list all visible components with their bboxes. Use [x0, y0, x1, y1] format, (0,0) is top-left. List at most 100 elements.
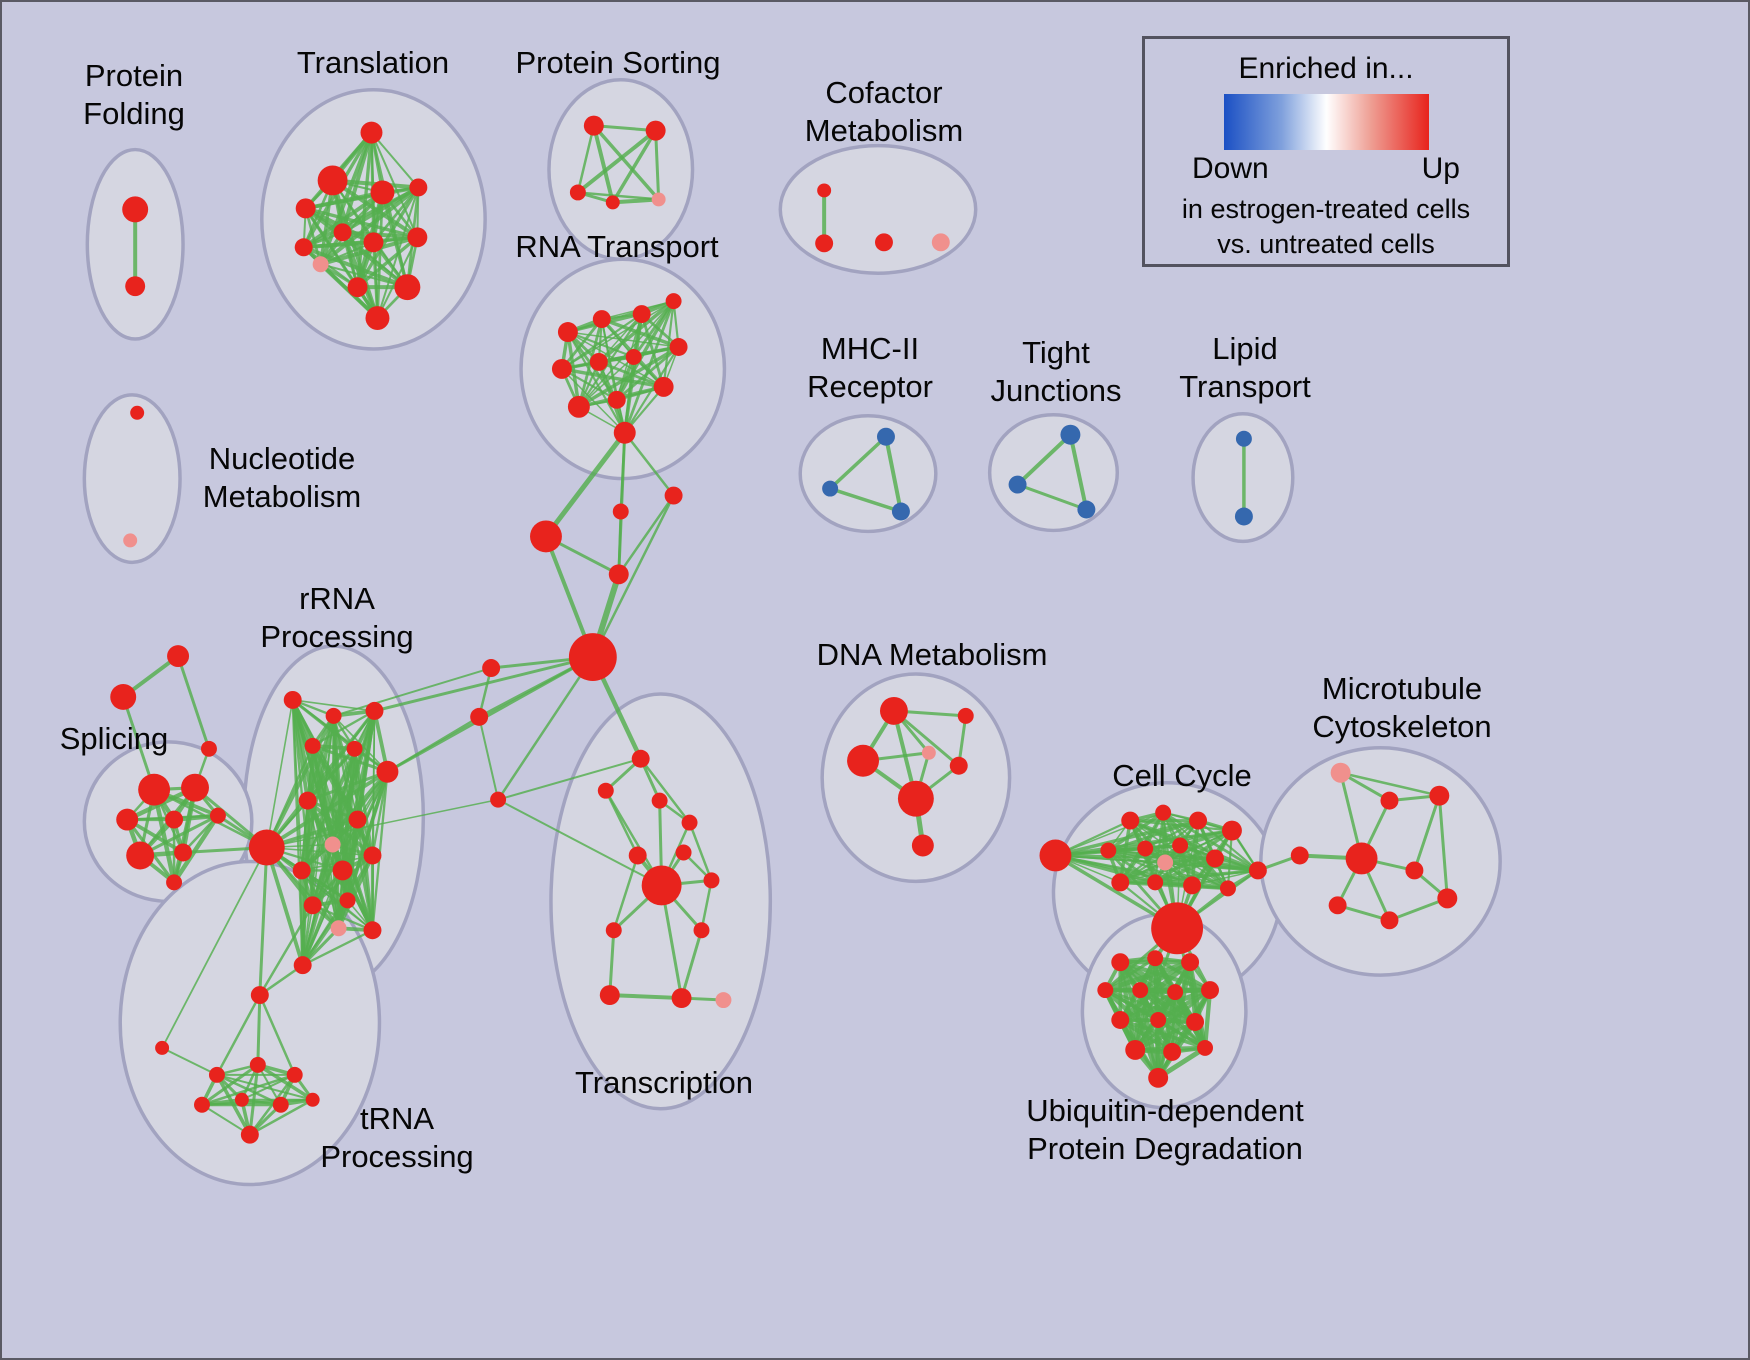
gene-set-node-149: [1163, 1042, 1182, 1061]
gene-set-node-83: [250, 986, 269, 1005]
gene-set-node-53: [490, 791, 507, 808]
gene-set-node-33: [567, 395, 590, 418]
edge: [611, 128, 658, 205]
gene-set-node-93: [631, 749, 650, 768]
gene-set-node-1: [125, 276, 146, 297]
gene-set-node-139: [1147, 950, 1164, 967]
legend-title: Enriched in...: [1238, 52, 1414, 85]
gene-set-node-64: [166, 874, 183, 891]
gene-set-node-55: [110, 683, 137, 710]
edge: [597, 299, 676, 364]
edge: [265, 744, 314, 849]
edge: [311, 818, 359, 907]
edge: [340, 868, 375, 933]
gene-set-node-35: [613, 421, 636, 444]
gene-set-node-105: [715, 992, 732, 1009]
edge: [578, 300, 675, 408]
cluster-label-dna-metabolism: DNA Metabolism: [816, 637, 1048, 672]
gene-set-node-26: [632, 305, 651, 324]
edge: [1412, 794, 1441, 872]
gene-set-node-73: [324, 836, 341, 853]
gene-set-node-120: [1172, 837, 1189, 854]
gene-set-node-84: [155, 1040, 170, 1055]
edge: [1106, 810, 1165, 853]
gene-set-node-82: [293, 956, 312, 975]
gene-set-node-60: [165, 810, 184, 829]
gene-set-node-119: [1137, 840, 1154, 857]
gene-set-node-49: [608, 564, 629, 585]
legend-subtitle-line1: in estrogen-treated cells: [1181, 194, 1471, 224]
gene-set-node-47: [612, 503, 629, 520]
gene-set-node-25: [592, 310, 611, 329]
gene-set-node-68: [304, 737, 321, 754]
gene-set-node-11: [312, 256, 329, 273]
edge: [1437, 794, 1449, 900]
gene-set-node-107: [957, 707, 974, 724]
edge: [560, 312, 643, 370]
gene-set-node-145: [1111, 1011, 1130, 1029]
cluster-cofactor-metabolism: [778, 143, 978, 275]
gene-set-node-29: [551, 358, 572, 379]
gene-set-node-137: [1380, 911, 1399, 930]
gene-set-node-136: [1328, 896, 1347, 915]
gene-set-node-48: [530, 520, 562, 553]
gene-set-node-126: [1219, 880, 1236, 897]
edge: [592, 123, 661, 202]
gene-set-node-129: [1330, 762, 1351, 783]
gene-set-node-38: [876, 427, 895, 446]
edge: [700, 879, 713, 932]
edge: [319, 263, 409, 289]
gene-set-node-97: [628, 846, 647, 865]
gene-set-node-125: [1183, 876, 1202, 895]
edge: [1336, 903, 1391, 922]
edge: [560, 317, 604, 371]
edge: [1202, 987, 1213, 1051]
edge: [1156, 1018, 1207, 1050]
gene-set-node-51: [482, 659, 501, 678]
cluster-nucleotide-metabolism: [82, 393, 182, 565]
edge: [372, 655, 595, 713]
edge: [310, 743, 375, 933]
gene-set-node-131: [1429, 785, 1450, 806]
edge: [617, 510, 622, 576]
edge: [256, 1063, 315, 1102]
edge: [301, 929, 374, 967]
gene-set-node-118: [1100, 842, 1117, 859]
edge: [828, 434, 888, 491]
gene-set-node-142: [1132, 982, 1149, 999]
edge: [1387, 896, 1449, 922]
legend-up-label: Up: [1421, 152, 1460, 185]
gene-set-node-86: [249, 1056, 266, 1073]
edge: [576, 191, 660, 201]
edge: [336, 853, 375, 931]
edge: [1106, 819, 1200, 852]
gene-set-node-121: [1206, 849, 1224, 868]
edge: [1016, 483, 1088, 511]
edge: [266, 798, 499, 849]
gene-set-node-65: [283, 690, 302, 709]
edge: [615, 345, 680, 402]
gene-set-node-141: [1097, 982, 1114, 999]
gene-set-node-98: [675, 844, 692, 861]
edge: [258, 904, 314, 997]
edge: [1068, 432, 1089, 512]
edge: [200, 1073, 296, 1107]
edge: [299, 868, 305, 968]
edge: [200, 1063, 260, 1107]
edge: [591, 494, 675, 659]
edge: [258, 993, 296, 1077]
gene-set-node-32: [653, 376, 674, 397]
edge: [612, 854, 639, 932]
gene-set-node-20: [817, 183, 832, 198]
gene-set-node-17: [569, 184, 586, 201]
gene-set-node-134: [1405, 861, 1424, 880]
gene-set-node-69: [346, 740, 363, 757]
gene-set-node-79: [339, 892, 356, 909]
edge: [200, 1103, 251, 1136]
edge: [883, 434, 903, 514]
gene-set-node-92: [240, 1125, 259, 1144]
gene-set-node-58: [181, 773, 209, 802]
